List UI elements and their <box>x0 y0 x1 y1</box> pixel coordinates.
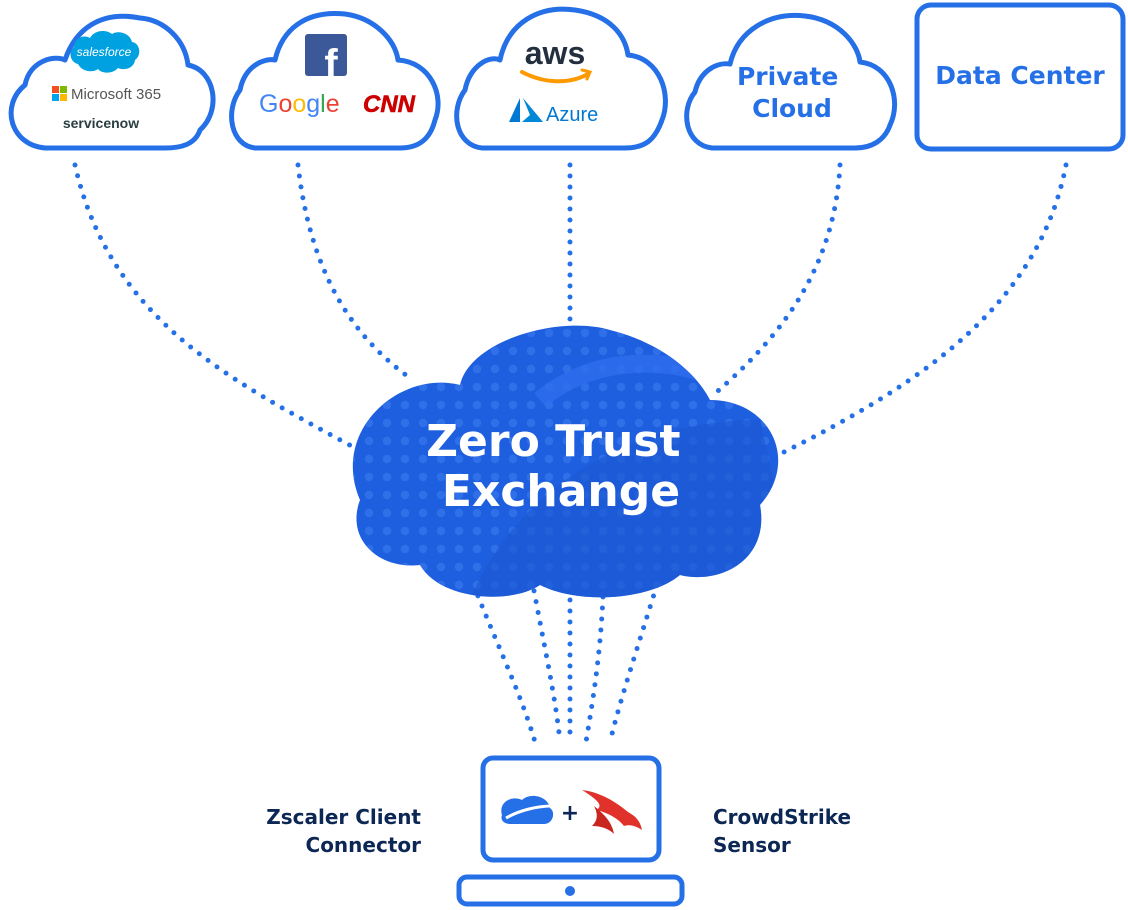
salesforce-cloud-icon: salesforce <box>70 30 140 73</box>
crowdstrike-label-line-2: Sensor <box>713 833 791 857</box>
saas-logos: salesforce Microsoft 365 servicenow <box>52 30 161 131</box>
laptop-endpoint: + <box>456 755 685 907</box>
zscaler-logo-icon <box>501 795 554 824</box>
saas-cloud-outline <box>8 13 216 151</box>
crowdstrike-label-line-1: CrowdStrike <box>713 805 852 829</box>
azure-logo-text: Azure <box>546 104 598 126</box>
cnn-logo-text: CNN <box>363 91 416 118</box>
azure-logo-icon <box>509 98 543 122</box>
data-center-box <box>914 2 1126 152</box>
servicenow-text: servicenow <box>63 115 139 131</box>
data-center-label: Data Center <box>935 61 1105 90</box>
zero-trust-exchange-cloud: Zero Trust Exchange <box>352 325 779 598</box>
plus-sign: + <box>561 801 579 826</box>
connector-endpoint-5 <box>607 572 663 745</box>
iaas-cloud-outline <box>454 6 668 151</box>
microsoft-logo-icon <box>52 86 67 101</box>
laptop-trackpad-dot <box>565 886 575 896</box>
crowdstrike-sensor-label: CrowdStrike Sensor <box>713 803 933 859</box>
connector-endpoint-2 <box>529 577 563 745</box>
internet-logos: f Google CNN <box>259 34 416 118</box>
laptop-screen <box>480 755 662 863</box>
google-logo-text: Google <box>259 90 340 118</box>
iaas-logos: aws Azure <box>509 35 598 126</box>
connector-private-cloud <box>709 162 843 399</box>
connector-saas <box>72 162 358 451</box>
aws-smile-icon <box>520 70 590 84</box>
internet-cloud-outline <box>229 10 441 151</box>
zscaler-client-connector-label: Zscaler Client Connector <box>200 803 421 859</box>
zscaler-label-line-1: Zscaler Client <box>266 805 421 829</box>
salesforce-logo-text: salesforce <box>77 45 132 59</box>
aws-logo-text: aws <box>525 35 585 71</box>
zscaler-label-line-2: Connector <box>305 833 421 857</box>
connector-lines <box>72 162 1069 745</box>
private-cloud-outline <box>684 12 897 151</box>
zero-trust-exchange-title: Zero Trust Exchange <box>426 416 696 517</box>
microsoft-365-text: Microsoft 365 <box>71 86 161 103</box>
connector-endpoint-4 <box>583 594 606 745</box>
facebook-glyph: f <box>324 42 338 86</box>
facebook-logo-icon: f <box>305 34 347 86</box>
connector-internet <box>295 162 413 381</box>
private-cloud-label: Private Cloud <box>737 62 847 123</box>
connector-data-center <box>777 162 1069 457</box>
crowdstrike-falcon-icon <box>582 790 642 834</box>
